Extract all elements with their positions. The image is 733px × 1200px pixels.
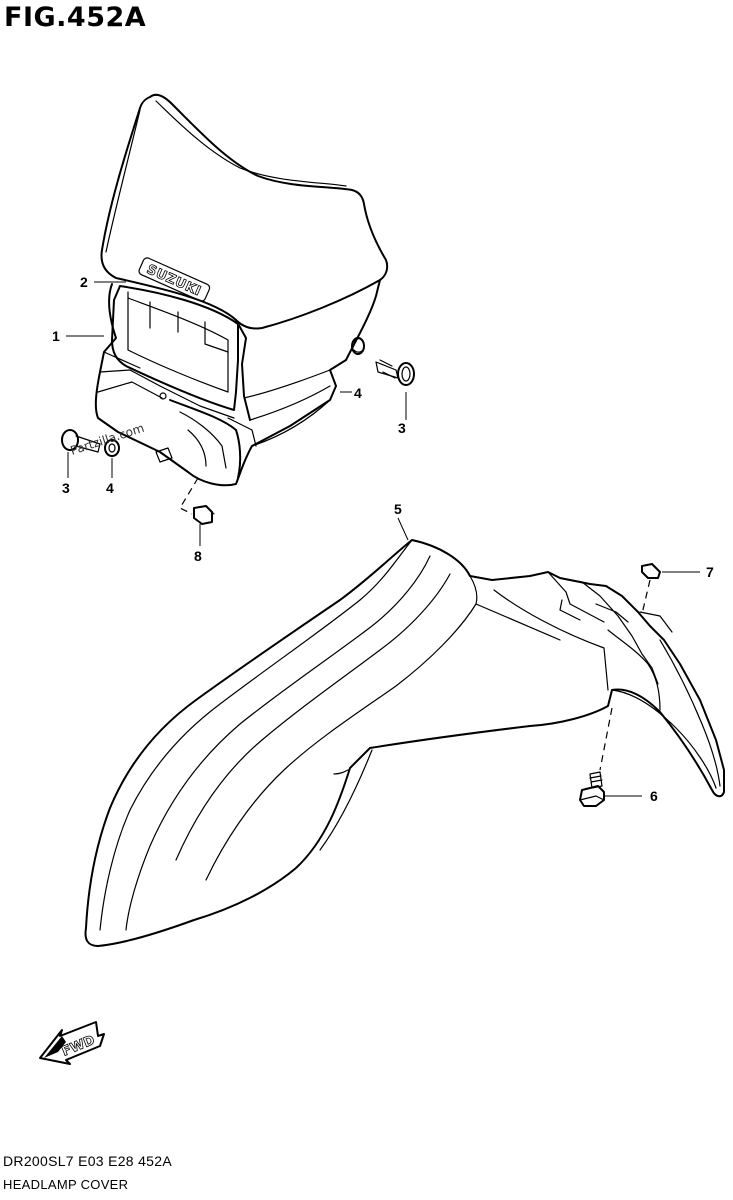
callout-2: 2 [80, 274, 88, 290]
clip-8-icon [193, 505, 215, 525]
nut-7-icon [641, 563, 661, 579]
callout-3-right: 3 [398, 420, 406, 436]
callout-8: 8 [194, 548, 202, 564]
callout-4-right: 4 [354, 385, 362, 401]
screw-3-left-icon [61, 429, 101, 453]
fwd-arrow-icon: FWD [39, 1021, 105, 1065]
callout-6: 6 [650, 788, 658, 804]
brand-logo-text: SUZUKI [144, 262, 203, 299]
callout-4-left: 4 [106, 480, 114, 496]
callout-1: 1 [52, 328, 60, 344]
callout-7: 7 [706, 564, 714, 580]
footer-section-name: HEADLAMP COVER [3, 1177, 129, 1192]
bolt-6-icon [579, 771, 605, 807]
grommet-4-right-icon [351, 337, 365, 355]
callout-5: 5 [394, 501, 402, 517]
footer-model-code: DR200SL7 E03 E28 452A [3, 1153, 172, 1169]
front-fender [84, 539, 725, 947]
grommet-4-left-icon [104, 439, 120, 457]
callout-3-left: 3 [62, 480, 70, 496]
clip-icon [155, 447, 173, 463]
screw-3-right-icon [375, 359, 415, 386]
figure-title: FIG.452A [4, 2, 147, 33]
